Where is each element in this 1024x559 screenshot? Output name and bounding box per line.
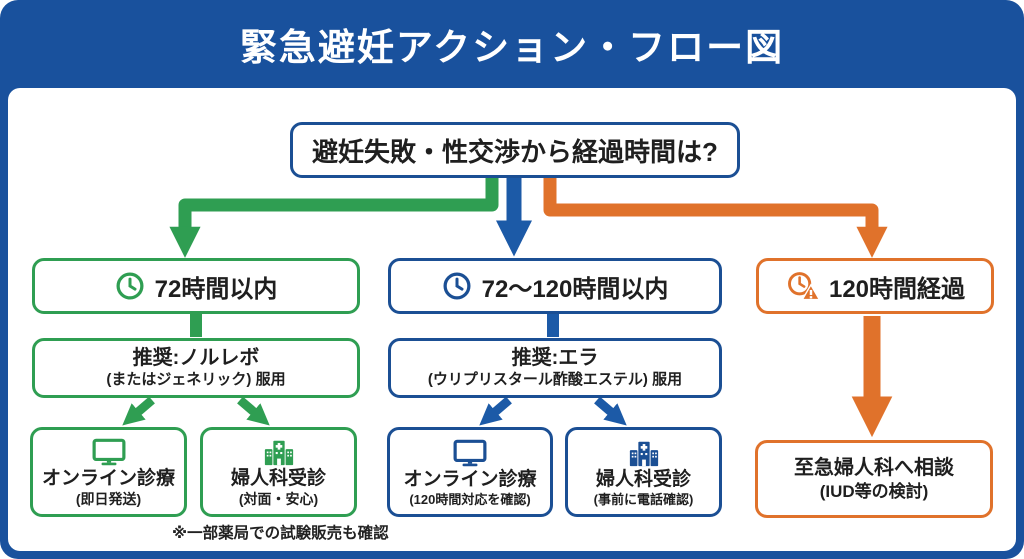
orange-action-line1: 至急婦人科へ相談 [794,456,954,479]
monitor-icon [453,439,487,467]
orange-action-box: 至急婦人科へ相談 (IUD等の検討) [755,440,993,518]
green-online-note: (即日発送) [75,491,142,507]
orange-time-label: 120時間経過 [828,275,966,303]
question-box: 避妊失敗・性交渉から経過時間は? [290,122,740,178]
green-online-box: オンライン診療 (即日発送) [30,427,187,517]
clock-icon [115,271,145,301]
blue-rec-line2: (ウリプリスタール酢酸エステル) 服用 [427,371,683,389]
page-title: 緊急避妊アクション・フロー図 [239,27,785,68]
footnote: ※一部薬局での試験販売も確認 [172,525,389,542]
green-time-box: 72時間以内 [32,258,360,314]
green-rec-line2: (またはジェネリック) 服用 [106,371,286,389]
green-online-title: オンライン診療 [41,468,175,490]
question-label: 避妊失敗・性交渉から経過時間は? [312,136,718,167]
green-clinic-box: 婦人科受診 (対面・安心) [200,427,357,517]
clock-alert-icon [785,270,821,302]
hospital-icon [263,438,295,466]
blue-rec-line1: 推奨:エラ [511,347,599,370]
green-clinic-note: (対面・安心) [238,491,319,507]
blue-online-note: (120時間対応を確認) [409,491,531,507]
blue-clinic-title: 婦人科受診 [595,468,691,490]
blue-rec-box: 推奨:エラ (ウリプリスタール酢酸エステル) 服用 [388,338,722,398]
blue-online-box: オンライン診療 (120時間対応を確認) [387,427,553,517]
orange-time-box: 120時間経過 [756,258,994,314]
green-rec-box: 推奨:ノルレボ (またはジェネリック) 服用 [32,338,360,398]
blue-clinic-box: 婦人科受診 (事前に電話確認) [565,427,722,517]
monitor-icon [92,438,126,466]
blue-time-label: 72〜120時間以内 [481,275,669,303]
orange-action-line2: (IUD等の検討) [819,481,929,501]
clock-icon [442,271,472,301]
green-time-label: 72時間以内 [154,275,278,303]
blue-online-title: オンライン診療 [403,468,537,490]
hospital-icon [628,439,660,467]
blue-time-box: 72〜120時間以内 [388,258,722,314]
green-rec-line1: 推奨:ノルレボ [132,347,260,370]
blue-clinic-note: (事前に電話確認) [593,491,694,507]
green-clinic-title: 婦人科受診 [230,468,326,490]
